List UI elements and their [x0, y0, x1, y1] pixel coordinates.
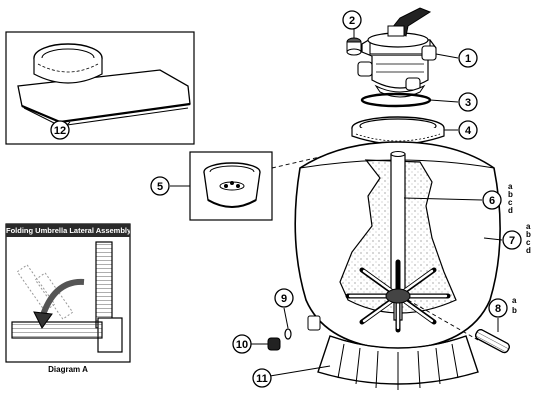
callout-9: 9: [274, 288, 294, 308]
callout-8-sub-letters: a b: [512, 296, 517, 315]
callout-7-label: 7: [509, 235, 515, 247]
callout-10: 10: [232, 334, 252, 354]
callout-5-label: 5: [157, 181, 163, 193]
part6-letter-c: c: [508, 198, 513, 207]
callout-1-label: 1: [465, 53, 471, 65]
callout-11: 11: [252, 365, 331, 388]
callout-6-label: 6: [489, 195, 495, 207]
callout-2-label: 2: [349, 15, 355, 27]
pressure-gauge-part: [346, 28, 362, 56]
strainer-basket-part: [170, 149, 351, 221]
callout-8-label: 8: [495, 303, 501, 315]
callout-4: 4: [458, 120, 478, 140]
lid-cover-part: [5, 31, 195, 145]
callout-12-label: 12: [54, 125, 66, 137]
callout-6-sub-letters: a b c d: [508, 182, 513, 215]
part7-letter-b: b: [526, 230, 531, 239]
part7-letter-a: a: [526, 222, 531, 231]
filter-tank-part: [294, 141, 503, 390]
multiport-valve-part: [357, 7, 459, 98]
callout-3-label: 3: [465, 97, 471, 109]
part6-letter-b: b: [508, 190, 513, 199]
part7-letter-c: c: [526, 238, 531, 247]
lateral-part: [407, 299, 510, 354]
inset-diagram-a: [5, 223, 131, 363]
inset-caption: Diagram A: [48, 365, 88, 374]
callout-2: 2: [342, 10, 362, 30]
callout-9-label: 9: [281, 293, 287, 305]
callout-11-label: 11: [256, 373, 268, 385]
callout-5: 5: [150, 176, 170, 196]
collar-ring-part: [351, 116, 458, 145]
callout-8: 8: [488, 298, 508, 318]
drain-cap-part: [250, 337, 281, 351]
inset-title: Folding Umbrella Lateral Assembly: [6, 224, 130, 237]
drain-o-ring-part: [283, 307, 292, 340]
callout-6: 6: [482, 190, 502, 210]
callout-4-label: 4: [465, 125, 472, 137]
part6-letter-d: d: [508, 206, 513, 215]
part8-letter-b: b: [512, 306, 517, 315]
o-ring-part: [360, 92, 459, 108]
callout-10-label: 10: [236, 339, 248, 351]
part6-letter-a: a: [508, 182, 513, 191]
part8-letter-a: a: [512, 296, 517, 305]
callout-7-sub-letters: a b c d: [526, 222, 531, 255]
part7-letter-d: d: [526, 246, 531, 255]
callout-7: 7: [502, 230, 522, 250]
callout-3: 3: [458, 92, 478, 112]
callout-12: 12: [50, 120, 70, 140]
callout-1: 1: [458, 48, 478, 68]
